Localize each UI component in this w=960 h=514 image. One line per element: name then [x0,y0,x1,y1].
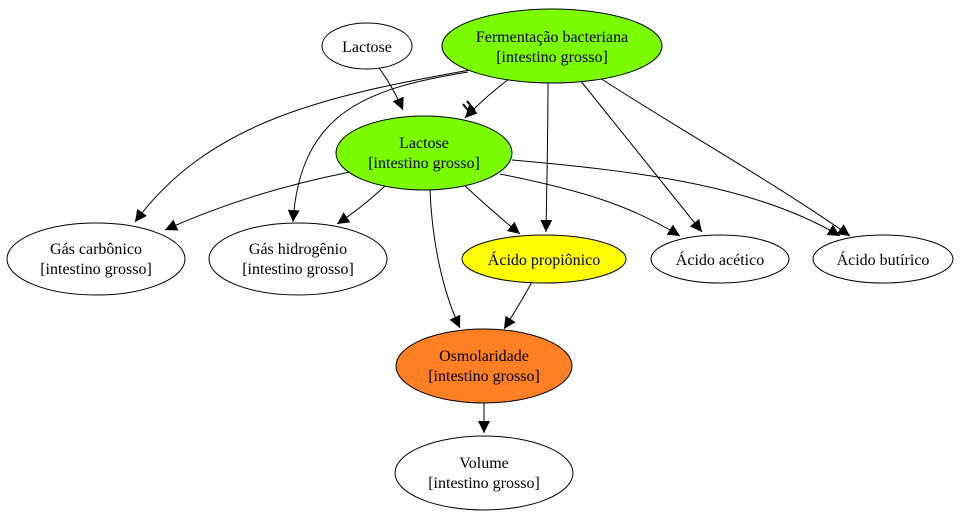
node-fermentacao-shape [441,8,663,84]
edge-fermentacao-to-acido-acetico [579,79,703,233]
node-acido-acetico: Ácido acético [650,234,790,284]
node-gas-hidrogenio-label-line1: Gás hidrogênio [249,241,347,258]
node-lactose-intestino-grosso: Lactose [intestino grosso] [335,115,513,191]
node-acido-butirico-shape [812,234,954,284]
node-volume-shape [394,435,574,511]
edge-lactose-ig-to-osmolaridade [429,189,461,329]
node-acido-butirico-label: Ácido butírico [837,250,930,269]
edge-fermentacao-to-gas-carbonico [134,69,471,223]
node-fermentacao-label-line1: Fermentação bacteriana [476,29,628,46]
node-lactose-ig-label-line2: [intestino grosso] [368,155,480,172]
node-volume: Volume [intestino grosso] [394,435,574,511]
edge-lactose-ig-to-acido-propionico [461,182,521,235]
node-gas-carbonico-label-line1: Gás carbônico [50,241,142,258]
edge-acido-propionico-to-osmolaridade [503,281,533,330]
inhibition-mark [462,100,476,115]
node-lactose-label: Lactose [342,39,392,56]
node-gas-carbonico-label-line2: [intestino grosso] [40,261,152,278]
node-osmolaridade: Osmolaridade [intestino grosso] [395,328,573,404]
edge-fermentacao-to-acido-propionico [540,81,553,233]
node-gas-hidrogenio-shape [208,222,388,296]
node-lactose-ig-shape [335,115,513,191]
node-volume-label-line2: [intestino grosso] [428,475,540,492]
edge-lactose-ig-to-acido-acetico [499,173,681,237]
node-fermentacao-bacteriana: Fermentação bacteriana [intestino grosso… [441,8,663,84]
node-acido-butirico: Ácido butírico [812,234,954,284]
node-acido-propionico-label: Ácido propiônico [488,250,600,269]
node-lactose-ig-label-line1: Lactose [399,135,449,152]
node-acido-acetico-shape [650,234,790,284]
node-gas-hidrogenio-label-line2: [intestino grosso] [242,261,354,278]
node-lactose-shape [321,22,413,70]
edge-lactose-ig-to-acido-butirico [511,159,841,237]
node-acido-propionico: Ácido propiônico [461,234,627,284]
node-volume-label-line1: Volume [459,455,508,472]
edges [134,67,851,433]
node-fermentacao-label-line2: [intestino grosso] [496,49,608,66]
edge-lactose-ig-to-gas-carbonico [164,171,351,231]
node-gas-hidrogenio: Gás hidrogênio [intestino grosso] [208,222,388,296]
node-osmolaridade-label-line1: Osmolaridade [439,348,529,365]
node-gas-carbonico: Gás carbônico [intestino grosso] [6,222,186,296]
node-gas-carbonico-shape [6,222,186,296]
edge-fermentacao-to-acido-butirico [599,77,851,237]
node-acido-acetico-label: Ácido acético [676,250,764,269]
node-acido-propionico-shape [461,234,627,284]
edge-fermentacao-to-lactose-ig [464,77,511,119]
node-lactose: Lactose [321,22,413,70]
node-osmolaridade-label-line2: [intestino grosso] [428,368,540,385]
edge-lactose-to-lactose-ig [378,67,404,111]
edge-lactose-ig-to-gas-hidrogenio [336,185,386,225]
node-osmolaridade-shape [395,328,573,404]
